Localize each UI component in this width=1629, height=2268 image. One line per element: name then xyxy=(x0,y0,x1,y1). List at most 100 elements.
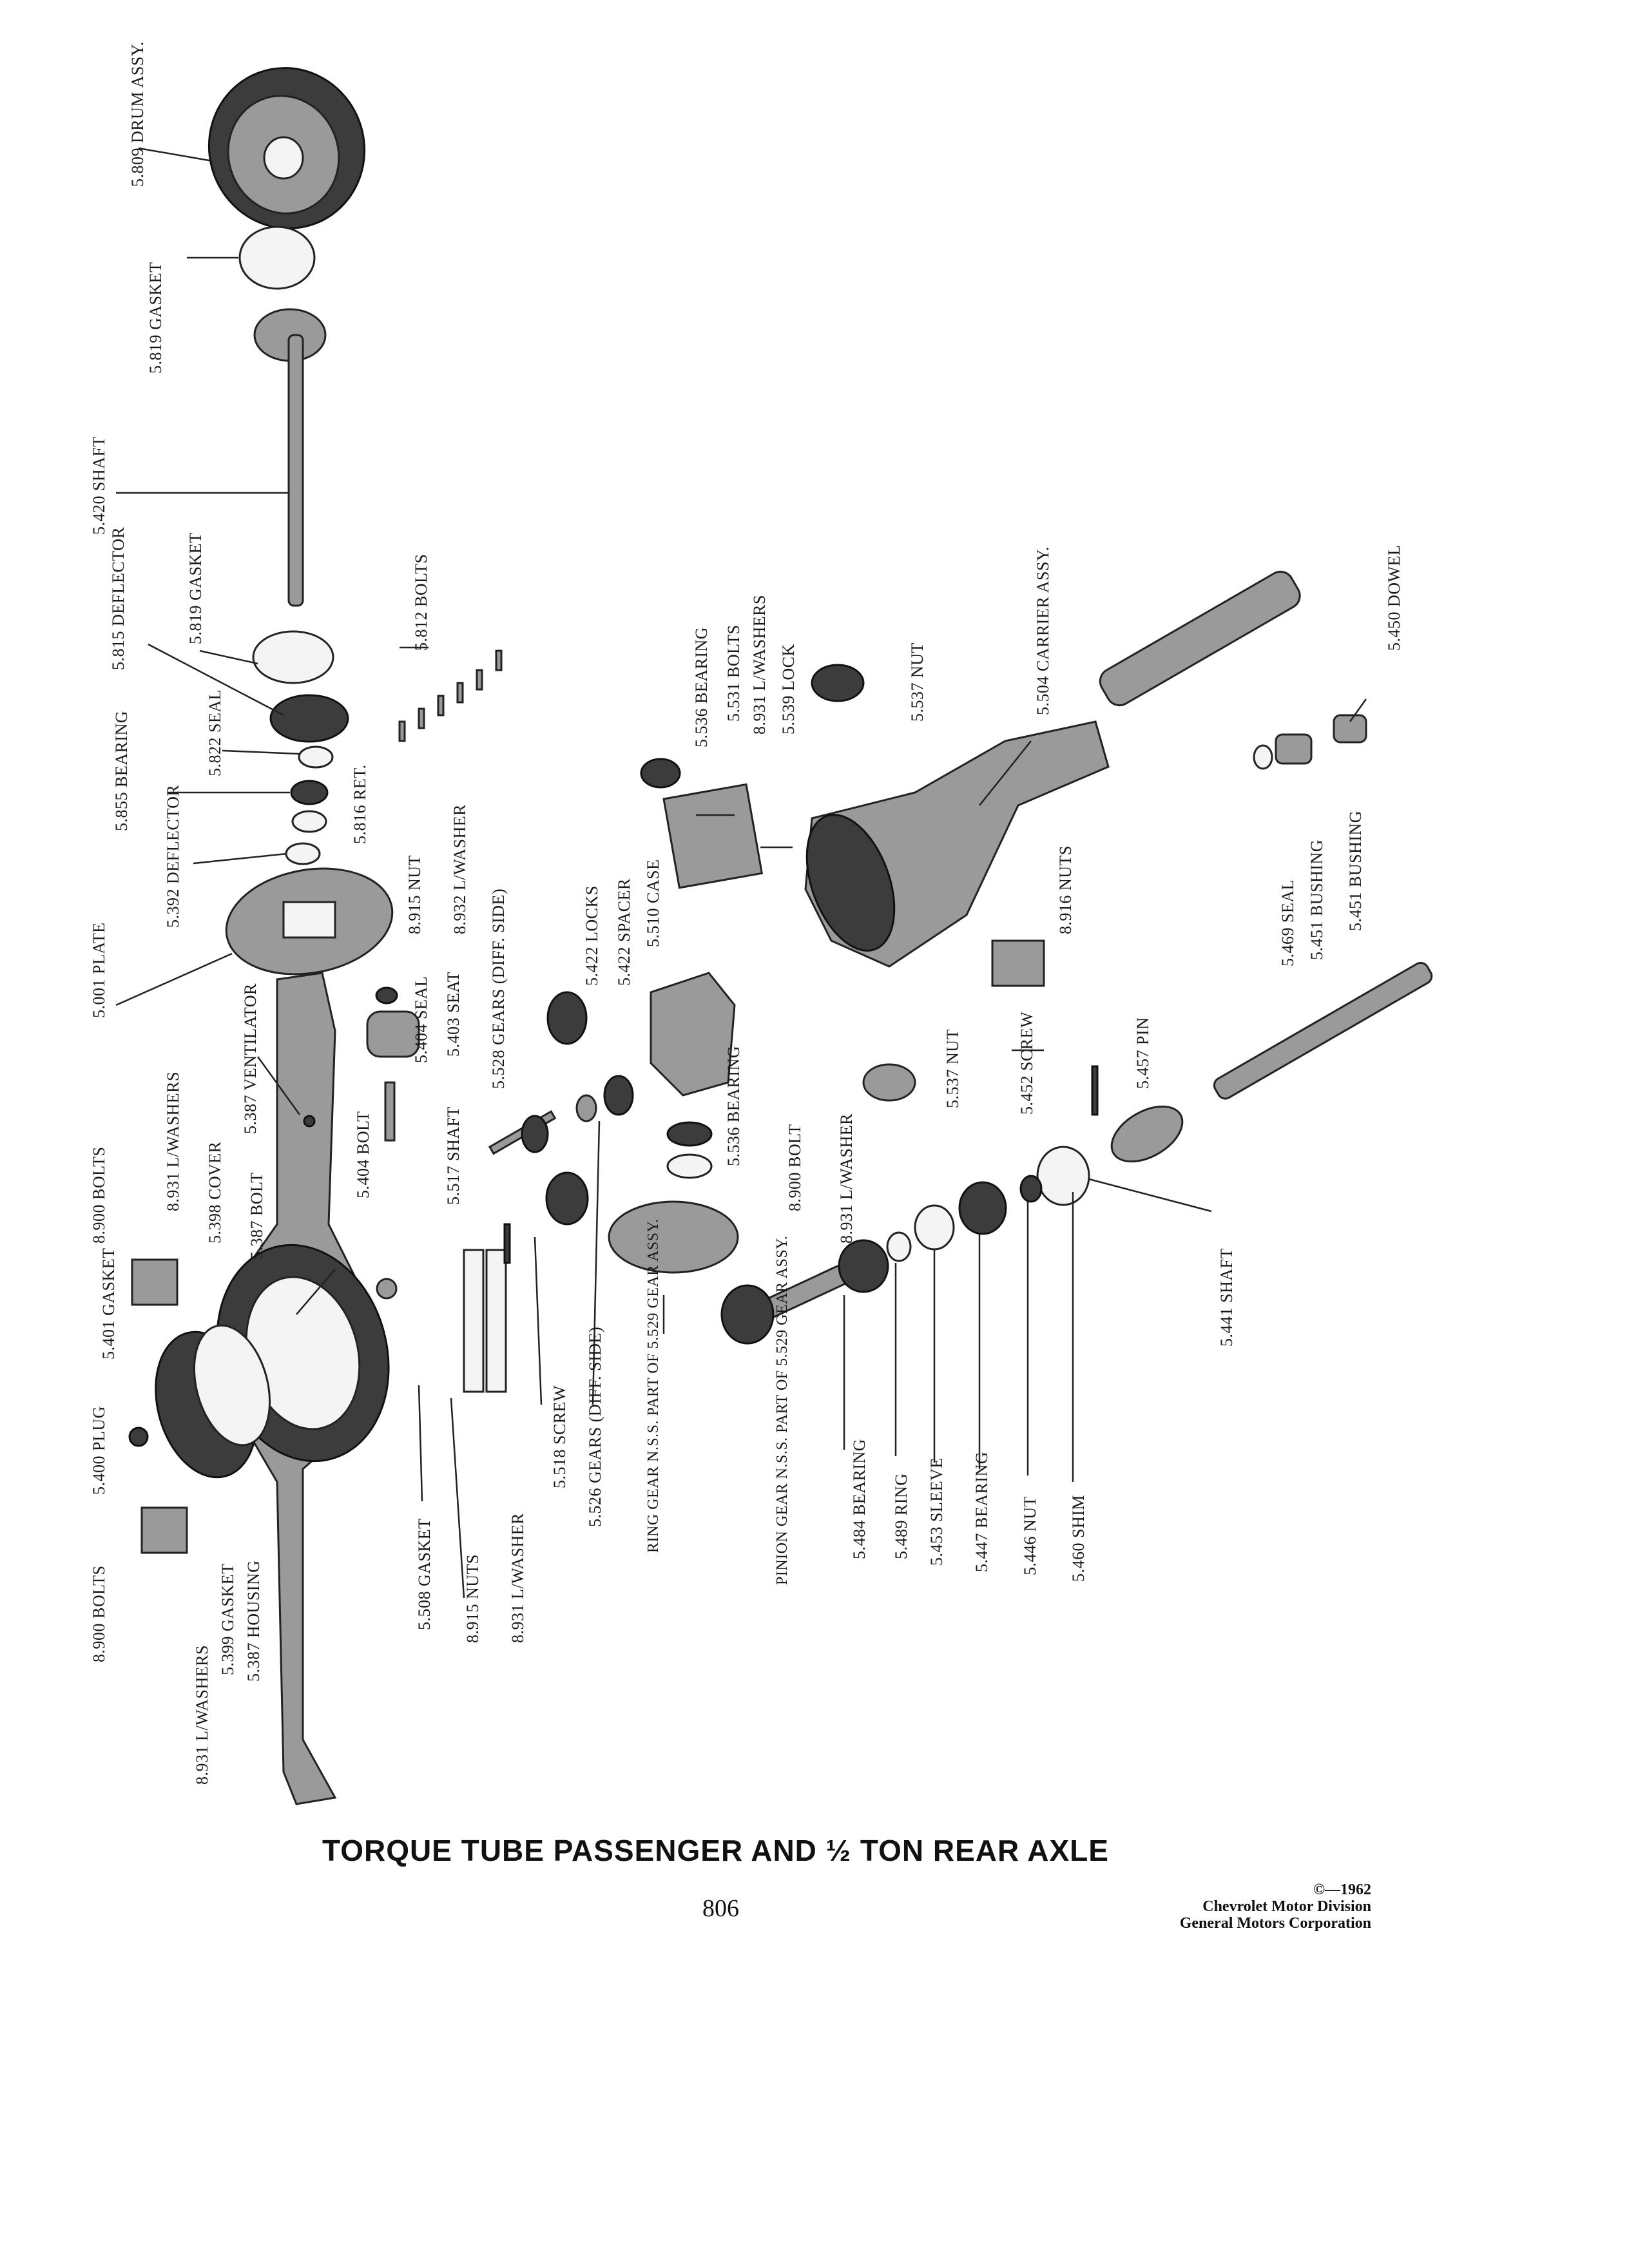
bearing-5536c-part xyxy=(666,1153,713,1179)
label-bearing-5536a: 5.536 BEARING xyxy=(692,626,711,747)
bearing-5447-part xyxy=(958,1181,1007,1235)
label-gasket-5819a: 5.819 GASKET xyxy=(146,262,165,374)
bearing-5484-part xyxy=(838,1239,889,1293)
nuts-8915-column xyxy=(463,1249,485,1393)
label-lwasher-8931e: 8.931 L/WASHER xyxy=(508,1513,527,1643)
cover-bolts-part xyxy=(131,1258,188,1554)
label-sleeve-5453: 5.453 SLEEVE xyxy=(927,1457,946,1566)
copyright-corporation: General Motors Corporation xyxy=(1179,1915,1371,1932)
deflector-5392-part xyxy=(285,842,321,865)
bolt-5404-part xyxy=(384,1081,396,1142)
seat-5403-part xyxy=(366,1010,420,1058)
label-plate-5001: 5.001 PLATE xyxy=(90,922,108,1019)
carrier-assembly-part xyxy=(804,570,1301,968)
gasket-part xyxy=(238,226,316,290)
label-screw-5452: 5.452 SCREW xyxy=(1017,1011,1036,1115)
label-lwashers-8931a: 8.931 L/WASHERS xyxy=(750,595,769,735)
label-plug-5400: 5.400 PLUG xyxy=(90,1406,108,1495)
diff-side-gear-5526-part xyxy=(603,1075,634,1116)
label-lwasher-8932: 8.932 L/WASHER xyxy=(450,804,469,934)
plug-5400-part xyxy=(128,1427,149,1447)
label-gasket-5508: 5.508 GASKET xyxy=(415,1518,434,1630)
label-bearing-5855: 5.855 BEARING xyxy=(112,710,131,831)
label-carrier-5504: 5.504 CARRIER ASSY. xyxy=(1034,546,1052,715)
spacer-5422-part xyxy=(575,1094,597,1122)
label-drum-assy: 5.809 DRUM ASSY. xyxy=(128,41,147,187)
label-nuts-8915: 8.915 NUTS xyxy=(463,1554,482,1643)
label-shaft-5420: 5.420 SHAFT xyxy=(90,436,108,535)
drum-assembly-part xyxy=(207,67,366,229)
label-seal-5404: 5.404 SEAL xyxy=(412,976,430,1063)
label-bolt-8900: 8.900 BOLT xyxy=(786,1124,804,1212)
seal-5404-part xyxy=(375,986,398,1004)
axle-shaft-part xyxy=(253,308,327,607)
label-case-5510: 5.510 CASE xyxy=(644,859,662,947)
label-nut-8915: 8.915 NUT xyxy=(405,855,424,934)
label-gears-5526: 5.526 GEARS (DIFF. SIDE) xyxy=(586,1326,604,1527)
leader-lines xyxy=(115,147,1367,1599)
backing-plate-part xyxy=(225,867,394,975)
seal-5822-part xyxy=(298,745,334,769)
bolts-5812-part xyxy=(398,649,503,742)
label-housing-5387: 5.387 HOUSING xyxy=(244,1560,263,1682)
label-shim-5460: 5.460 SHIM xyxy=(1069,1494,1088,1582)
copyright-division: Chevrolet Motor Division xyxy=(1202,1898,1371,1915)
label-cover-5398: 5.398 COVER xyxy=(206,1141,224,1244)
gasket-5399-part xyxy=(193,1324,271,1446)
label-shaft-5517: 5.517 SHAFT xyxy=(444,1106,463,1205)
gasket-5619-part xyxy=(252,630,334,684)
bushing-5451a-part xyxy=(1275,733,1313,765)
seal-5469-part xyxy=(1253,744,1273,770)
label-nut-5537a: 5.537 NUT xyxy=(908,642,927,722)
label-pinion-gear: PINION GEAR N.S.S. PART OF 5.529 GEAR AS… xyxy=(774,1235,791,1585)
label-lwashers-8931d: 8.931 L/WASHERS xyxy=(193,1645,211,1785)
diagram-caption: TORQUE TUBE PASSENGER AND ½ TON REAR AXL… xyxy=(322,1834,1109,1867)
label-ventilator-5387: 5.387 VENTILATOR xyxy=(241,983,260,1134)
differential-case-part xyxy=(650,972,736,1097)
label-ring-5489: 5.489 RING xyxy=(892,1473,911,1559)
screw-5518-part xyxy=(503,1223,511,1264)
retainer-5816-part xyxy=(291,810,327,833)
pinion-gear-part xyxy=(720,1265,849,1345)
label-bolts-5531: 5.531 BOLTS xyxy=(724,624,743,722)
label-deflector-5815: 5.815 DEFLECTOR xyxy=(109,526,128,670)
label-seat-5403: 5.403 SEAT xyxy=(444,971,463,1057)
label-seal-5822: 5.822 SEAL xyxy=(206,689,224,776)
label-bolts-5812: 5.812 BOLTS xyxy=(412,553,430,651)
case-bolts-grid xyxy=(662,783,764,889)
label-pin-5457: 5.457 PIN xyxy=(1133,1017,1152,1089)
label-seal-5469: 5.469 SEAL xyxy=(1278,879,1297,966)
ring-gear-part xyxy=(608,1200,739,1274)
label-bolt-5404: 5.404 BOLT xyxy=(354,1111,372,1199)
bearing-5536a-part xyxy=(640,758,681,789)
diff-side-gear-5528-part xyxy=(546,991,588,1045)
label-bolts-8900: 8.900 BOLTS xyxy=(90,1146,108,1244)
label-shaft-5441: 5.441 SHAFT xyxy=(1217,1248,1236,1347)
nut-5446-part xyxy=(1019,1175,1043,1203)
label-gasket-5399: 5.399 GASKET xyxy=(218,1563,237,1675)
ventilator-5387-part xyxy=(303,1115,316,1128)
copyright-block: ©—1962 Chevrolet Motor Division General … xyxy=(1180,1881,1371,1932)
ring-5489-part xyxy=(886,1231,912,1262)
bushing-5451b-part xyxy=(1333,714,1367,744)
label-gears-5528: 5.528 GEARS (DIFF. SIDE) xyxy=(489,888,508,1089)
pinion-shaft-5517-part xyxy=(488,1110,589,1225)
label-lwasher-8931b: 8.931 L/WASHER xyxy=(837,1113,856,1244)
nut-5537a-part xyxy=(811,664,865,702)
label-bushing-5451b: 5.451 BUSHING xyxy=(1346,810,1365,931)
label-gasket-5819b: 5.819 GASKET xyxy=(186,532,205,644)
lwasher-8931-column xyxy=(485,1249,507,1393)
deflector-5815-part xyxy=(269,694,349,743)
page-number: 806 xyxy=(702,1895,739,1922)
nuts-8916-part xyxy=(991,939,1045,987)
label-nuts-8916: 8.916 NUTS xyxy=(1056,845,1075,934)
bearing-5855-part xyxy=(290,780,329,805)
copyright-year: ©—1962 xyxy=(1313,1881,1371,1898)
bearing-5536b-part xyxy=(666,1121,713,1147)
label-bearing-5484: 5.484 BEARING xyxy=(850,1438,869,1559)
label-ring-gear: RING GEAR N.S.S. PART OF 5.529 GEAR ASSY… xyxy=(645,1218,662,1553)
label-nut-5446: 5.446 NUT xyxy=(1021,1496,1039,1575)
label-bearing-5536b: 5.536 BEARING xyxy=(724,1045,743,1166)
sleeve-5453-part xyxy=(914,1204,955,1251)
